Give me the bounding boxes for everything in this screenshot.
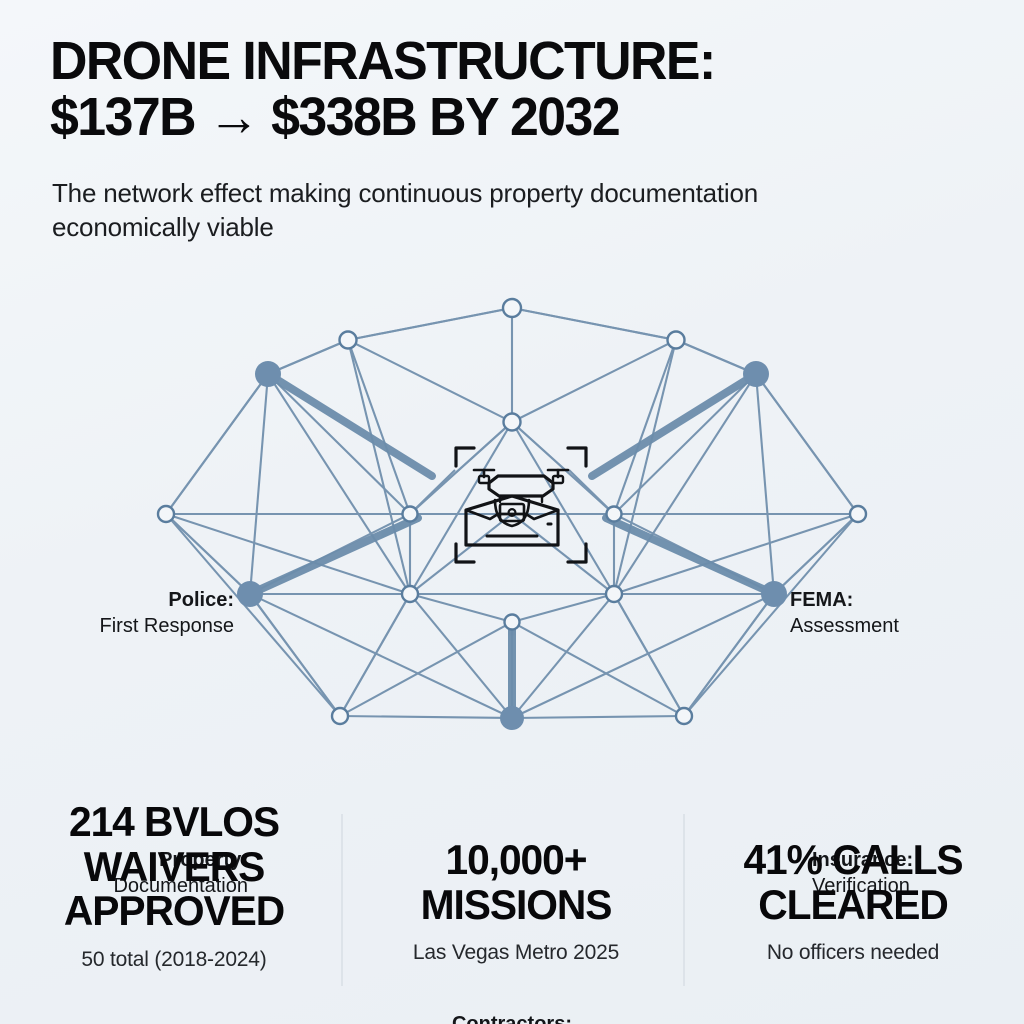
edge-insurance-to-center	[602, 514, 778, 598]
stat-calls-cleared-sub: No officers needed	[766, 941, 940, 965]
hub-node-contractors[interactable]	[500, 706, 524, 730]
node-minor-mid-left	[400, 584, 420, 604]
bracket-bottom-right	[566, 542, 588, 564]
stat-bvlos-waivers: 214 BVLOS WAIVERS APPROVED 50 total (201…	[24, 798, 324, 972]
node-minor-mid-right	[604, 584, 624, 604]
network-hub-nodes[interactable]	[237, 361, 787, 730]
bracket-top-right	[566, 446, 588, 468]
page-subtitle: The network effect making continuous pro…	[52, 178, 759, 243]
bracket-bottom-left	[454, 542, 476, 564]
node-label-contractors-lead: Contractors:	[451, 1013, 572, 1024]
stat-missions: 10,000+ MISSIONS Las Vegas Metro 2025	[356, 836, 676, 965]
node-minor-upper-right	[666, 330, 686, 350]
page-title-line-1: DRONE INFRASTRUCTURE:	[50, 31, 716, 91]
stats-divider-left	[341, 814, 343, 986]
bracket-top-left	[454, 446, 476, 468]
node-label-insurance-lead: Insurance:	[812, 849, 914, 871]
motor-left	[477, 474, 491, 485]
hub-node-property[interactable]	[237, 581, 263, 607]
network-highlight-edges	[246, 370, 778, 722]
node-label-contractors: Contractors: Site Monitoring	[0, 1012, 1024, 1024]
node-label-police-lead: Police:	[168, 589, 234, 611]
node-label-fema-lead: FEMA:	[790, 589, 854, 611]
node-label-fema-sub: Assessment	[790, 614, 899, 637]
node-minor-far-left	[156, 504, 176, 524]
node-minor-upper-center	[502, 412, 522, 432]
stat-calls-cleared: 41% CALLS CLEARED No officers needed	[700, 836, 1006, 965]
node-label-police: Police: First Response	[0, 588, 235, 639]
edge-fema-to-center	[588, 370, 760, 480]
network-minor-nodes	[156, 297, 868, 726]
hub-node-fema[interactable]	[743, 361, 769, 387]
header: DRONE INFRASTRUCTURE: $137B → $338B BY 2…	[50, 31, 970, 147]
node-minor-far-right	[848, 504, 868, 524]
node-minor-inner-left	[401, 505, 419, 523]
building-outline	[464, 494, 560, 547]
stats-divider-right	[683, 814, 685, 986]
node-label-insurance-sub: Verification	[812, 874, 910, 897]
drone-body	[487, 474, 555, 498]
building-roofline	[464, 508, 560, 521]
edge-property-to-center	[246, 514, 422, 598]
node-minor-upper-left	[338, 330, 358, 350]
stat-bvlos-waivers-sub: 50 total (2018-2024)	[81, 947, 267, 971]
edge-police-to-center	[264, 370, 436, 480]
motor-right	[551, 474, 565, 485]
page-title-line-2: $137B → $338B BY 2032	[50, 86, 621, 147]
hub-node-insurance[interactable]	[761, 581, 787, 607]
node-label-property-sub: Documentation	[113, 874, 248, 897]
node-minor-lower-center	[503, 613, 521, 631]
network-edges	[165, 306, 859, 720]
node-minor-lower-left	[330, 706, 350, 726]
gimbal-arc	[493, 498, 531, 528]
camera-housing	[498, 502, 526, 523]
hub-node-police[interactable]	[255, 361, 281, 387]
network-graph-svg	[156, 297, 868, 730]
node-minor-top	[501, 297, 523, 319]
stat-missions-sub: Las Vegas Metro 2025	[412, 941, 620, 965]
stat-calls-cleared-headline: 41% CALLS CLEARED	[743, 836, 963, 928]
node-label-fema: FEMA: Assessment	[790, 588, 1024, 639]
camera-lens	[507, 508, 517, 518]
node-minor-lower-right	[674, 706, 694, 726]
node-label-insurance: Insurance: Verification	[812, 848, 1024, 899]
network-diagram: Police: First Response FEMA: Assessment …	[0, 270, 1024, 1024]
stats-row: 214 BVLOS WAIVERS APPROVED 50 total (201…	[0, 798, 1024, 1000]
node-label-property: Property: Documentation	[0, 848, 248, 899]
stat-missions-headline: 10,000+ MISSIONS	[420, 836, 613, 928]
node-label-property-lead: Property:	[159, 849, 248, 871]
drone-over-building-icon	[454, 446, 588, 564]
node-label-police-sub: First Response	[99, 614, 235, 637]
node-minor-inner-right	[605, 505, 623, 523]
stat-bvlos-waivers-headline: 214 BVLOS WAIVERS APPROVED	[63, 798, 285, 935]
